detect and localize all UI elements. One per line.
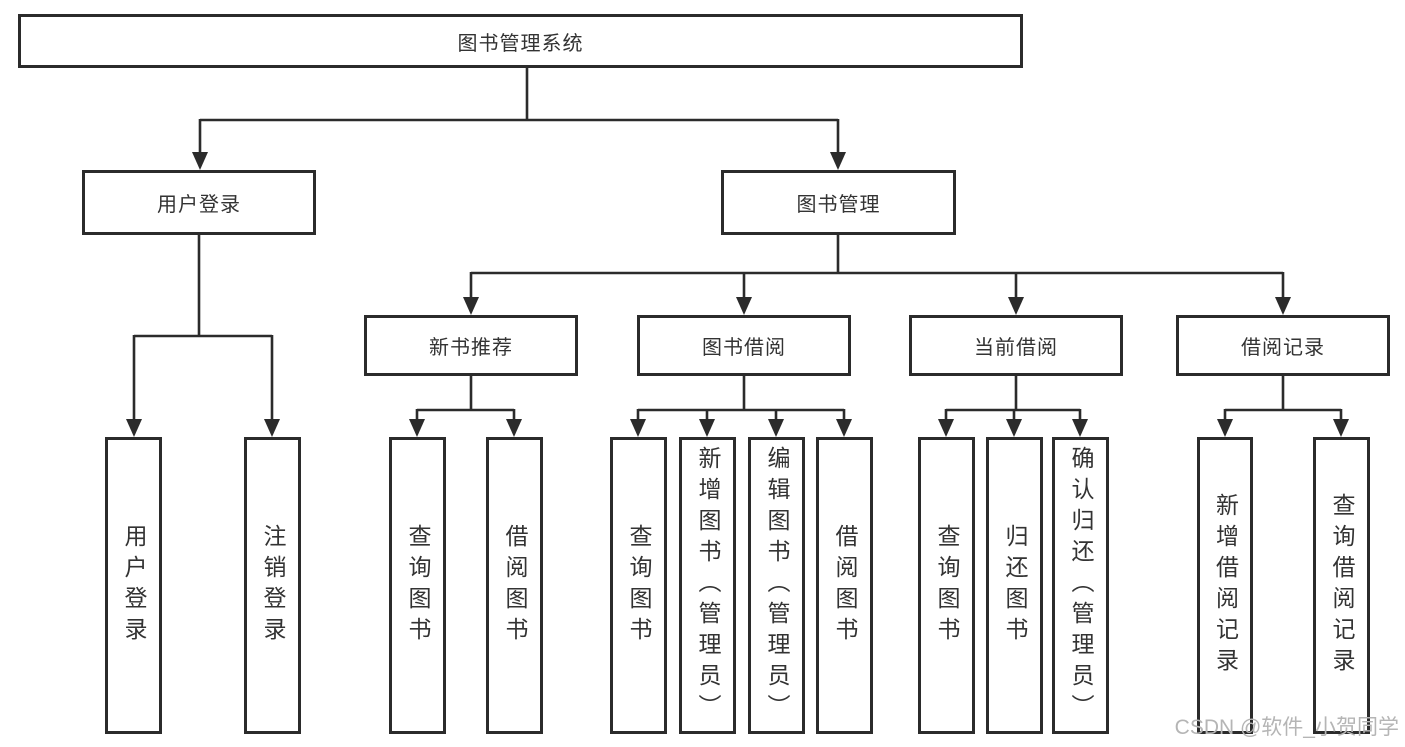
node-label: 借阅记录 (1241, 337, 1325, 359)
node-borrow-record: 借阅记录 (1176, 315, 1390, 376)
leaf-borrow-book-1: 借阅图书 (486, 437, 543, 734)
arrow-down-icon (409, 419, 425, 437)
leaf-query-book-1: 查询图书 (389, 437, 446, 734)
leaf-label: 查询图书 (934, 523, 960, 648)
node-new-book-recommend: 新书推荐 (364, 315, 578, 376)
arrow-down-icon (736, 297, 752, 315)
leaf-add-borrow-record: 新增借阅记录 (1197, 437, 1253, 734)
leaf-label: 新增图书（管理员） (695, 446, 721, 725)
node-label: 图书管理 (796, 194, 881, 216)
node-label: 图书借阅 (702, 337, 786, 359)
leaf-borrow-book-2: 借阅图书 (816, 437, 873, 734)
edge-bookmgmt-to-level3 (469, 235, 1285, 299)
leaf-return-book: 归还图书 (986, 437, 1043, 734)
node-current-borrow: 当前借阅 (909, 315, 1123, 376)
node-book-management-branch: 图书管理 (721, 170, 956, 235)
leaf-label: 注销登录 (260, 523, 286, 648)
leaf-edit-book-admin: 编辑图书（管理员） (748, 437, 805, 734)
arrowheads (126, 152, 1349, 437)
arrow-down-icon (630, 419, 646, 437)
edge-current-to-leaves (944, 376, 1082, 421)
leaf-label: 归还图书 (1002, 523, 1028, 648)
node-book-borrow: 图书借阅 (637, 315, 851, 376)
node-root-label: 图书管理系统 (457, 32, 584, 55)
arrow-down-icon (192, 152, 208, 170)
leaf-logout: 注销登录 (244, 437, 301, 734)
arrow-down-icon (836, 419, 852, 437)
arrow-down-icon (1072, 419, 1088, 437)
arrow-down-icon (506, 419, 522, 437)
arrow-down-icon (1333, 419, 1349, 437)
node-label: 用户登录 (157, 194, 241, 216)
arrow-down-icon (264, 419, 280, 437)
leaf-label: 用户登录 (121, 523, 147, 648)
arrow-down-icon (1275, 297, 1291, 315)
node-label: 当前借阅 (974, 337, 1058, 359)
edge-login-to-leaves (132, 235, 274, 421)
arrow-down-icon (768, 419, 784, 437)
arrow-down-icon (699, 419, 715, 437)
leaf-add-book-admin: 新增图书（管理员） (679, 437, 736, 734)
node-root: 图书管理系统 (18, 14, 1023, 68)
arrow-down-icon (1006, 419, 1022, 437)
leaf-query-book-3: 查询图书 (918, 437, 975, 734)
leaf-label: 新增借阅记录 (1212, 492, 1239, 679)
leaf-query-book-2: 查询图书 (610, 437, 667, 734)
leaf-label: 借阅图书 (502, 523, 528, 648)
arrow-down-icon (1008, 297, 1024, 315)
arrow-down-icon (126, 419, 142, 437)
edge-borrow-to-leaves (636, 376, 846, 421)
edge-record-to-leaves (1223, 376, 1343, 421)
leaf-user-login: 用户登录 (105, 437, 162, 734)
edge-root-to-level2 (198, 68, 840, 154)
leaf-label: 查询图书 (626, 523, 652, 648)
leaf-label: 借阅图书 (832, 523, 858, 648)
leaf-label: 查询借阅记录 (1329, 492, 1355, 679)
leaf-label: 编辑图书（管理员） (764, 446, 790, 725)
csdn-watermark: CSDN @软件_小贺同学 (1174, 716, 1399, 739)
leaf-label: 查询图书 (405, 523, 431, 648)
arrow-down-icon (463, 297, 479, 315)
node-label: 新书推荐 (429, 337, 513, 359)
leaf-label: 确认归还（管理员） (1068, 446, 1094, 725)
arrow-down-icon (1217, 419, 1233, 437)
arrow-down-icon (830, 152, 846, 170)
leaf-confirm-return-admin: 确认归还（管理员） (1052, 437, 1109, 734)
leaf-query-borrow-record: 查询借阅记录 (1313, 437, 1370, 734)
arrow-down-icon (938, 419, 954, 437)
edge-newbook-to-leaves (415, 376, 516, 421)
node-user-login-branch: 用户登录 (82, 170, 316, 235)
